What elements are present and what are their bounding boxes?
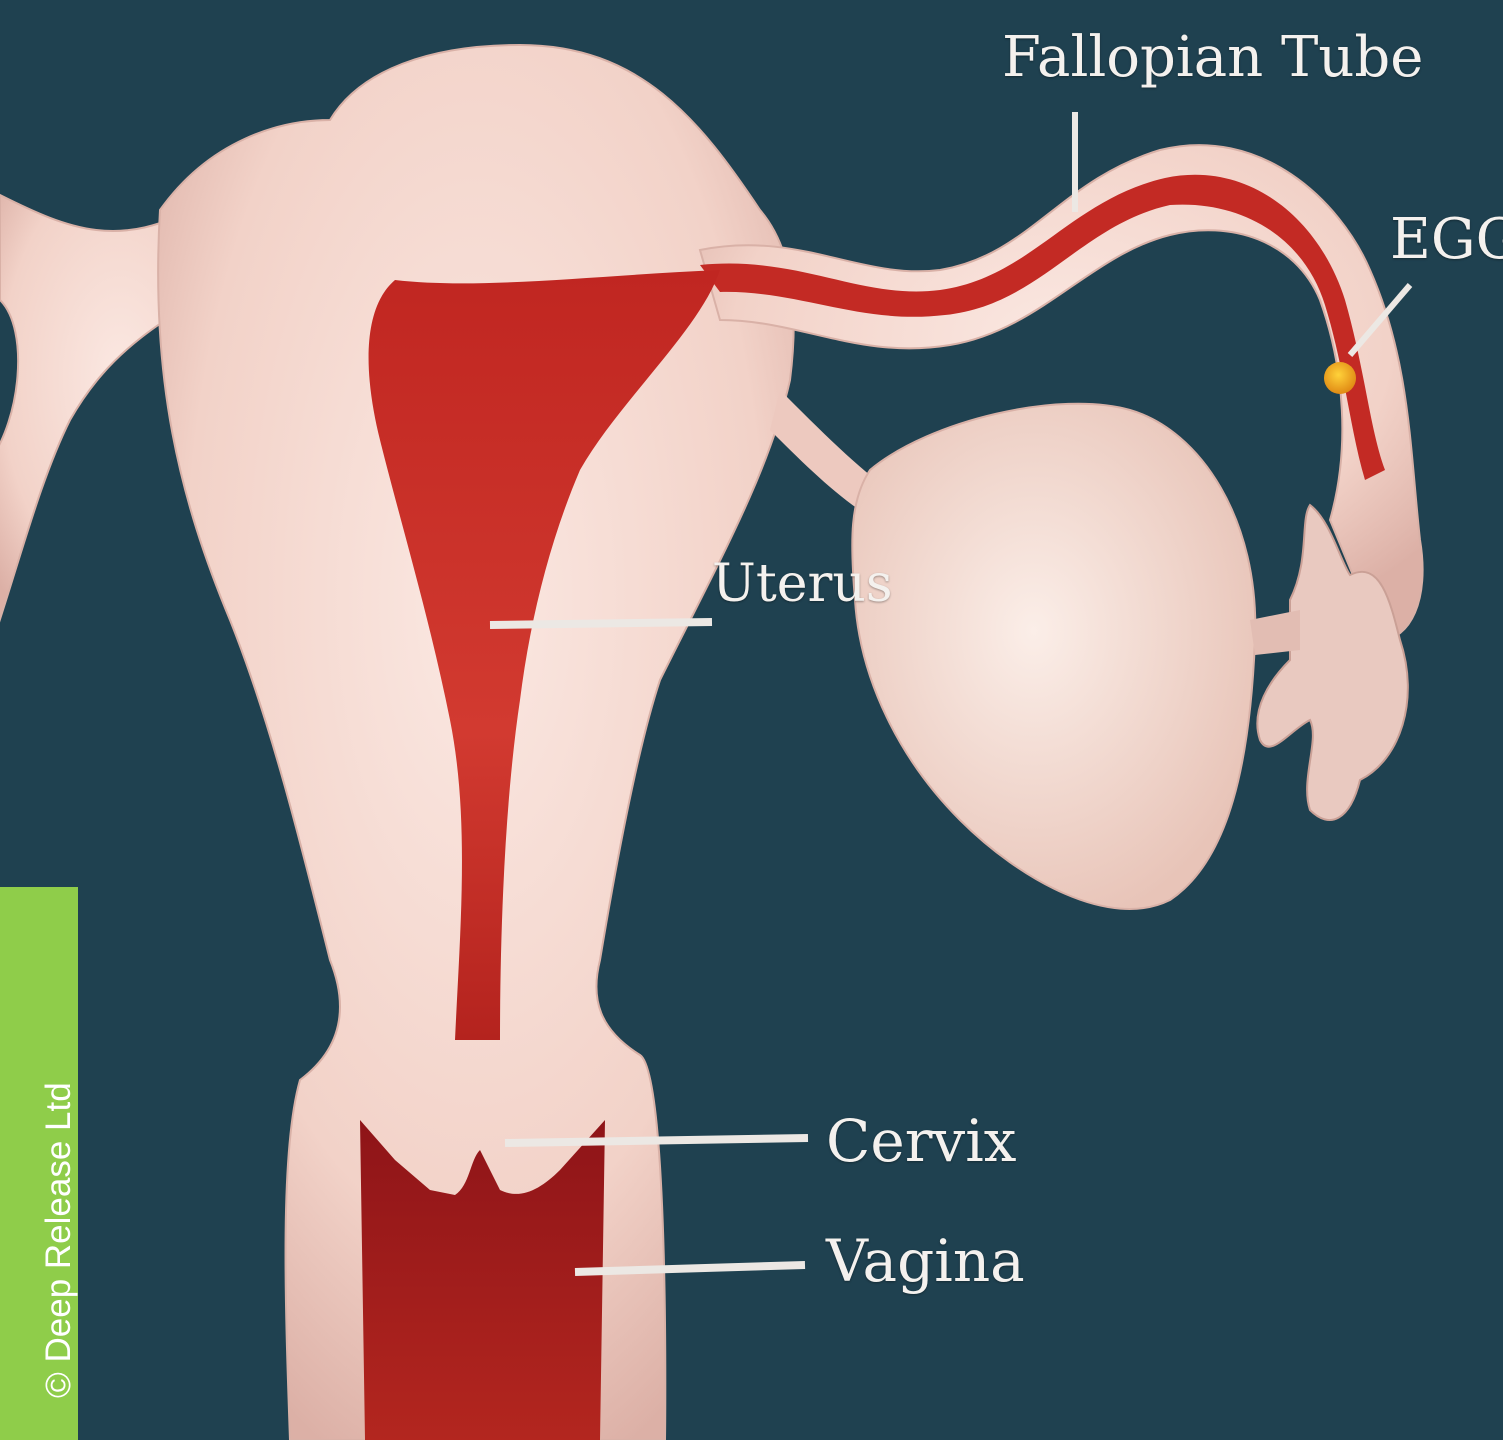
fallopian-tube-label: Fallopian Tube — [1002, 30, 1423, 86]
egg-label: EGG — [1390, 212, 1503, 268]
vagina-label: Vagina — [826, 1232, 1025, 1290]
vaginal-canal — [360, 1120, 605, 1440]
cervix-leader — [505, 1138, 808, 1143]
uterus-leader — [490, 622, 712, 625]
uterus-label: Uterus — [712, 558, 893, 610]
cervix-label: Cervix — [826, 1112, 1016, 1170]
egg — [1324, 362, 1356, 394]
copyright-watermark-text: © Deep Release Ltd — [39, 1082, 79, 1398]
